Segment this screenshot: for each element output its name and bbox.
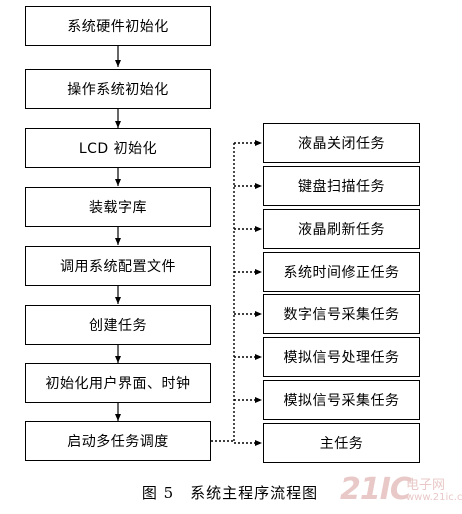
step-load-config: 调用系统配置文件 [25,246,211,286]
task-digital-acquisition: 数字信号采集任务 [263,294,420,334]
task-lcd-refresh: 液晶刷新任务 [263,209,420,249]
task-time-correction: 系统时间修正任务 [263,252,420,292]
step-hardware-init: 系统硬件初始化 [25,6,211,46]
figure-caption: 图 5 系统主程序流程图 [141,484,319,502]
step-start-scheduler: 启动多任务调度 [25,421,211,461]
step-init-ui-clock: 初始化用户界面、时钟 [25,363,211,403]
step-load-font: 装载字库 [25,187,211,227]
task-analog-acquisition: 模拟信号采集任务 [263,380,420,420]
watermark-number: 21IC [340,472,412,507]
task-main: 主任务 [263,423,420,463]
step-lcd-init: LCD 初始化 [25,128,211,168]
step-os-init: 操作系统初始化 [25,69,211,109]
watermark-url: www.21ic.com [406,492,462,503]
watermark-logo: 21IC 电子网 www.21ic.com [340,472,462,510]
step-create-tasks: 创建任务 [25,305,211,345]
task-analog-processing: 模拟信号处理任务 [263,337,420,377]
task-keyboard-scan: 键盘扫描任务 [263,166,420,206]
watermark-text: 电子网 [406,478,446,493]
task-lcd-off: 液晶关闭任务 [263,123,420,163]
